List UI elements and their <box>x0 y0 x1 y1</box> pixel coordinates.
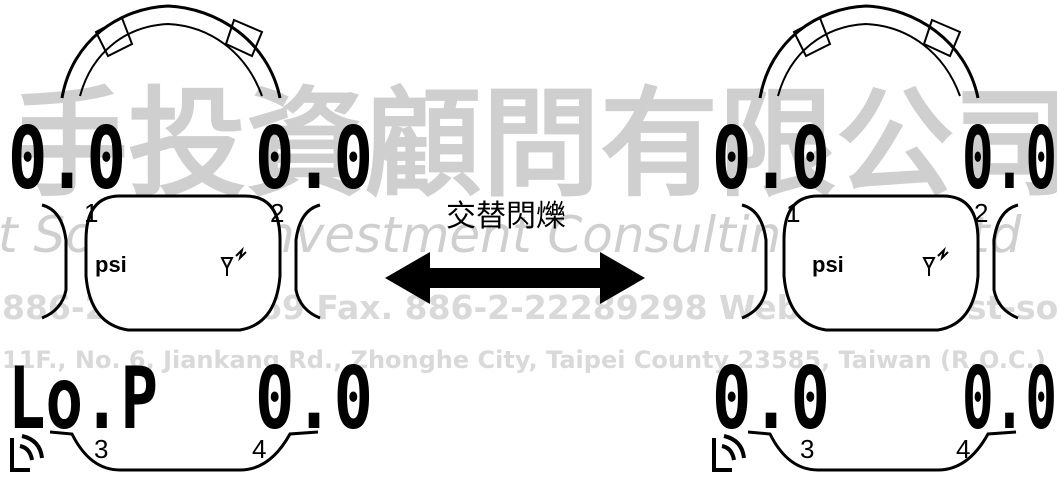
bracket-left <box>41 203 68 320</box>
car-roof-outline <box>758 4 980 99</box>
tire-reading-1: 0.0 <box>8 109 126 209</box>
unit-label-psi: psi <box>812 252 844 277</box>
bracket-left <box>741 203 768 320</box>
position-label-1: 1 <box>786 198 800 228</box>
tire-reading-2: 0.0 <box>962 109 1057 209</box>
car-bottom-outline <box>49 430 319 472</box>
unit-label-psi: psi <box>95 252 127 277</box>
wave-signal-icon <box>712 434 746 472</box>
car-roof-inner <box>79 22 263 97</box>
tire-reading-2: 0.0 <box>255 109 373 209</box>
double-arrow-icon <box>385 252 645 304</box>
tire-reading-3: 0.0 <box>712 349 830 449</box>
tire-reading-3: Lo.P <box>8 349 158 449</box>
car-mirror-right <box>922 18 962 58</box>
left-display: psi 0.0 0.0 Lo.P 0.0 1 2 3 4 <box>8 4 373 472</box>
position-label-2: 2 <box>974 198 988 228</box>
watermark-company-zh: 手投資顧問有限公司 <box>10 74 1057 213</box>
car-roof-outline <box>60 4 282 99</box>
position-label-2: 2 <box>270 198 284 228</box>
center-bubble <box>782 194 980 332</box>
tire-reading-1: 0.0 <box>712 109 830 209</box>
tire-reading-4: 0.0 <box>962 349 1057 449</box>
antenna-signal-icon <box>220 246 247 276</box>
position-label-3: 3 <box>94 434 108 464</box>
car-mirror-left <box>94 16 134 58</box>
wave-signal-icon <box>10 434 44 472</box>
car-roof-inner <box>777 22 961 97</box>
antenna-signal-icon <box>922 246 949 276</box>
car-mirror-right <box>224 18 264 58</box>
watermark-address: 11F., No. 6, Jiankang Rd., Zhonghe City,… <box>2 346 1046 374</box>
car-mirror-left <box>792 16 832 58</box>
bracket-right <box>992 203 1019 320</box>
right-display: psi 0.0 0.0 0.0 0.0 1 2 3 4 <box>712 4 1057 472</box>
position-label-4: 4 <box>956 434 970 464</box>
position-label-4: 4 <box>252 434 266 464</box>
car-bottom-outline <box>747 430 1017 472</box>
position-label-1: 1 <box>84 198 98 228</box>
position-label-3: 3 <box>800 434 814 464</box>
alternating-flash-caption: 交替閃爍 <box>446 199 566 234</box>
tire-reading-4: 0.0 <box>255 349 373 449</box>
center-bubble <box>84 194 282 332</box>
bracket-right <box>294 203 321 320</box>
